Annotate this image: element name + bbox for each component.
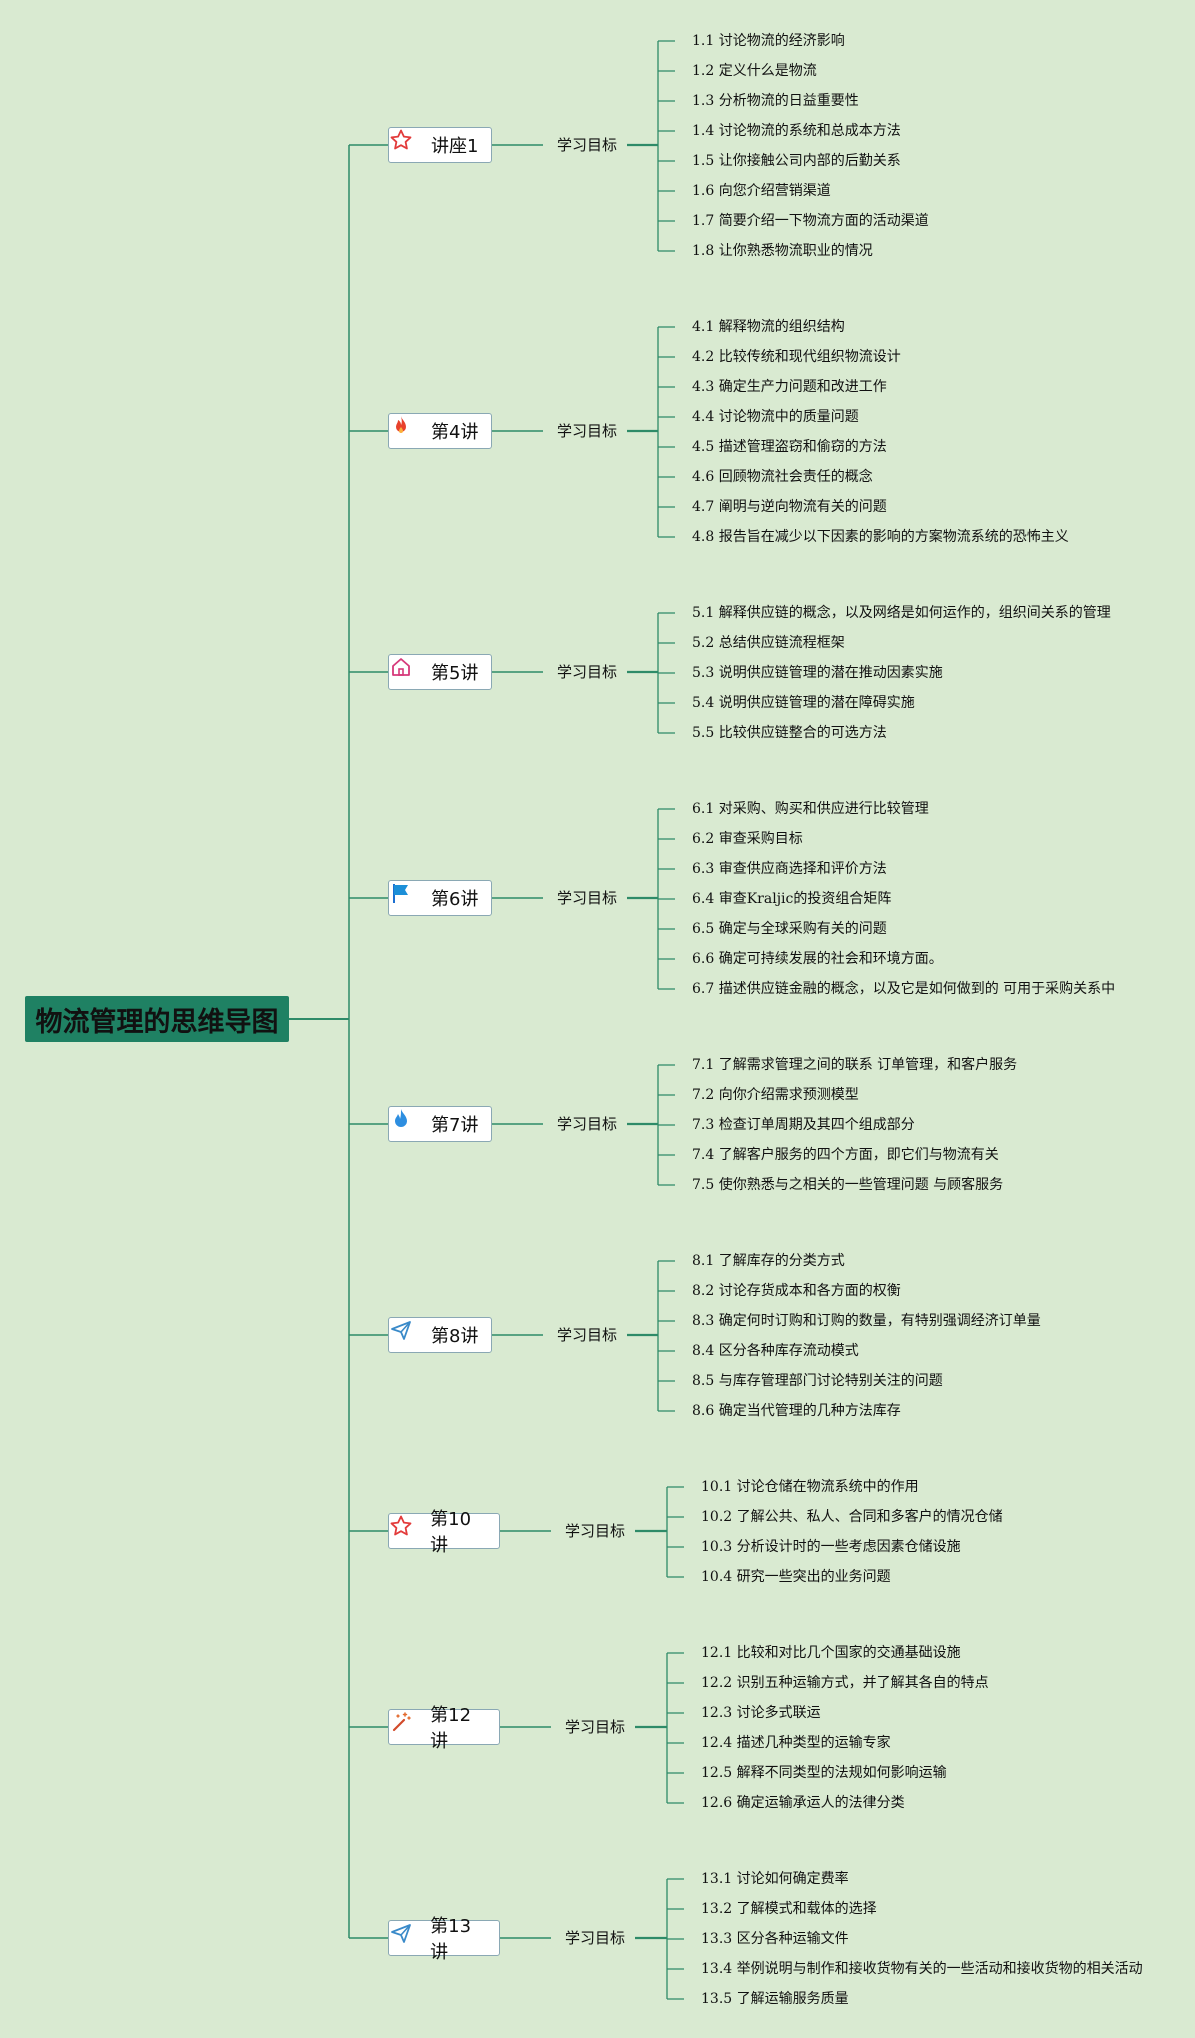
goal-label[interactable]: 学习目标 (557, 1326, 618, 1344)
objective-item[interactable]: 1.3 分析物流的日益重要性 (692, 93, 859, 109)
lecture-node-2[interactable]: 第5讲 (388, 654, 492, 690)
objective-item[interactable]: 10.3 分析设计时的一些考虑因素仓储设施 (701, 1539, 961, 1555)
goal-label[interactable]: 学习目标 (565, 1718, 626, 1736)
objective-item[interactable]: 5.1 解释供应链的概念，以及网络是如何运作的，组织间关系的管理 (692, 605, 1111, 621)
goal-label[interactable]: 学习目标 (557, 889, 618, 907)
water-drop-icon (395, 1109, 427, 1136)
objective-item[interactable]: 4.4 讨论物流中的质量问题 (692, 409, 859, 425)
objective-item[interactable]: 5.3 说明供应链管理的潜在推动因素实施 (692, 665, 943, 681)
home-icon (392, 658, 427, 684)
objective-item[interactable]: 4.5 描述管理盗窃和偷窃的方法 (692, 439, 887, 455)
objective-item[interactable]: 8.2 讨论存货成本和各方面的权衡 (692, 1283, 901, 1299)
objective-item[interactable]: 12.6 确定运输承运人的法律分类 (701, 1795, 905, 1811)
objective-item[interactable]: 8.6 确定当代管理的几种方法库存 (692, 1403, 901, 1419)
objective-item[interactable]: 8.5 与库存管理部门讨论特别关注的问题 (692, 1373, 943, 1389)
lecture-label: 第7讲 (431, 1115, 479, 1136)
goal-label[interactable]: 学习目标 (557, 422, 618, 440)
objective-item[interactable]: 13.5 了解运输服务质量 (701, 1991, 849, 2007)
objective-item[interactable]: 8.4 区分各种库存流动模式 (692, 1343, 859, 1359)
objective-item[interactable]: 1.7 简要介绍一下物流方面的活动渠道 (692, 213, 929, 229)
lecture-label: 第5讲 (431, 663, 479, 684)
objective-item[interactable]: 1.1 讨论物流的经济影响 (692, 33, 845, 49)
root-node[interactable]: 物流管理的思维导图 (25, 996, 289, 1042)
objective-item[interactable]: 1.4 讨论物流的系统和总成本方法 (692, 123, 901, 139)
goal-label[interactable]: 学习目标 (557, 136, 618, 154)
objective-item[interactable]: 8.1 了解库存的分类方式 (692, 1253, 845, 1269)
objective-item[interactable]: 1.8 让你熟悉物流职业的情况 (692, 243, 873, 259)
objective-item[interactable]: 4.7 阐明与逆向物流有关的问题 (692, 499, 887, 515)
goal-label[interactable]: 学习目标 (565, 1522, 626, 1540)
lecture-node-5[interactable]: 第8讲 (388, 1317, 492, 1353)
objective-item[interactable]: 8.3 确定何时订购和订购的数量，有特别强调经济订单量 (692, 1313, 1041, 1329)
objective-item[interactable]: 12.5 解释不同类型的法规如何影响运输 (701, 1765, 947, 1781)
lecture-node-0[interactable]: 讲座1 (388, 127, 492, 163)
objective-item[interactable]: 12.2 识别五种运输方式，并了解其各自的特点 (701, 1675, 989, 1691)
fire-icon (396, 416, 427, 443)
paper-plane-icon (391, 1321, 427, 1347)
lecture-label: 第12讲 (430, 1705, 472, 1752)
lecture-label: 第6讲 (431, 889, 479, 910)
objective-item[interactable]: 13.3 区分各种运输文件 (701, 1931, 849, 1947)
objective-item[interactable]: 7.2 向你介绍需求预测模型 (692, 1087, 859, 1103)
lecture-label: 第13讲 (430, 1916, 472, 1963)
lecture-node-4[interactable]: 第7讲 (388, 1106, 492, 1142)
objective-item[interactable]: 6.7 描述供应链金融的概念，以及它是如何做到的 可用于采购关系中 (692, 981, 1116, 997)
lecture-label: 第8讲 (431, 1326, 479, 1347)
objective-item[interactable]: 4.8 报告旨在减少以下因素的影响的方案物流系统的恐怖主义 (692, 529, 1069, 545)
lecture-label: 第4讲 (431, 422, 479, 443)
star-icon (390, 1515, 426, 1543)
objective-item[interactable]: 10.4 研究一些突出的业务问题 (701, 1569, 891, 1585)
objective-item[interactable]: 4.1 解释物流的组织结构 (692, 319, 845, 335)
objective-item[interactable]: 4.2 比较传统和现代组织物流设计 (692, 349, 901, 365)
objective-item[interactable]: 1.5 让你接触公司内部的后勤关系 (692, 153, 901, 169)
paper-plane-icon (391, 1924, 426, 1950)
objective-item[interactable]: 10.1 讨论仓储在物流系统中的作用 (701, 1479, 919, 1495)
objective-item[interactable]: 6.2 审查采购目标 (692, 831, 803, 847)
lecture-node-8[interactable]: 第13讲 (388, 1916, 500, 1963)
objective-item[interactable]: 7.1 了解需求管理之间的联系 订单管理，和客户服务 (692, 1057, 1018, 1073)
goal-label[interactable]: 学习目标 (557, 663, 618, 681)
objective-item[interactable]: 5.4 说明供应链管理的潜在障碍实施 (692, 695, 915, 711)
objective-item[interactable]: 7.5 使你熟悉与之相关的一些管理问题 与顾客服务 (692, 1177, 1004, 1193)
magic-wand-icon (392, 1712, 426, 1739)
lecture-node-3[interactable]: 第6讲 (388, 880, 492, 916)
objective-item[interactable]: 4.3 确定生产力问题和改进工作 (692, 379, 887, 395)
objective-item[interactable]: 1.2 定义什么是物流 (692, 63, 817, 79)
lecture-node-7[interactable]: 第12讲 (388, 1705, 500, 1752)
objective-item[interactable]: 6.3 审查供应商选择和评价方法 (692, 861, 887, 877)
objective-item[interactable]: 6.1 对采购、购买和供应进行比较管理 (692, 801, 929, 817)
lecture-label: 讲座1 (431, 136, 479, 157)
goal-label[interactable]: 学习目标 (565, 1929, 626, 1947)
objective-item[interactable]: 13.4 举例说明与制作和接收货物有关的一些活动和接收货物的相关活动 (701, 1961, 1143, 1977)
flag-icon (393, 884, 427, 910)
objective-item[interactable]: 10.2 了解公共、私人、合同和多客户的情况仓储 (701, 1509, 1003, 1525)
lecture-label: 第10讲 (430, 1509, 472, 1556)
objective-item[interactable]: 6.4 审查Kraljic的投资组合矩阵 (692, 891, 892, 907)
objective-item[interactable]: 6.5 确定与全球采购有关的问题 (692, 921, 887, 937)
goal-label[interactable]: 学习目标 (557, 1115, 618, 1133)
lecture-node-6[interactable]: 第10讲 (388, 1509, 500, 1556)
objective-item[interactable]: 12.1 比较和对比几个国家的交通基础设施 (701, 1645, 961, 1661)
objective-item[interactable]: 4.6 回顾物流社会责任的概念 (692, 469, 873, 485)
objective-item[interactable]: 12.4 描述几种类型的运输专家 (701, 1735, 891, 1751)
objective-item[interactable]: 7.3 检查订单周期及其四个组成部分 (692, 1117, 915, 1133)
objective-item[interactable]: 6.6 确定可持续发展的社会和环境方面。 (692, 951, 943, 967)
objective-item[interactable]: 13.2 了解模式和载体的选择 (701, 1901, 877, 1917)
objective-item[interactable]: 7.4 了解客户服务的四个方面，即它们与物流有关 (692, 1147, 999, 1163)
objective-item[interactable]: 5.5 比较供应链整合的可选方法 (692, 725, 887, 741)
objective-item[interactable]: 1.6 向您介绍营销渠道 (692, 183, 831, 199)
objective-item[interactable]: 12.3 讨论多式联运 (701, 1705, 821, 1721)
objective-item[interactable]: 13.1 讨论如何确定费率 (701, 1871, 849, 1887)
lecture-node-1[interactable]: 第4讲 (388, 413, 492, 449)
objective-item[interactable]: 5.2 总结供应链流程框架 (692, 635, 845, 651)
star-icon (390, 129, 427, 157)
